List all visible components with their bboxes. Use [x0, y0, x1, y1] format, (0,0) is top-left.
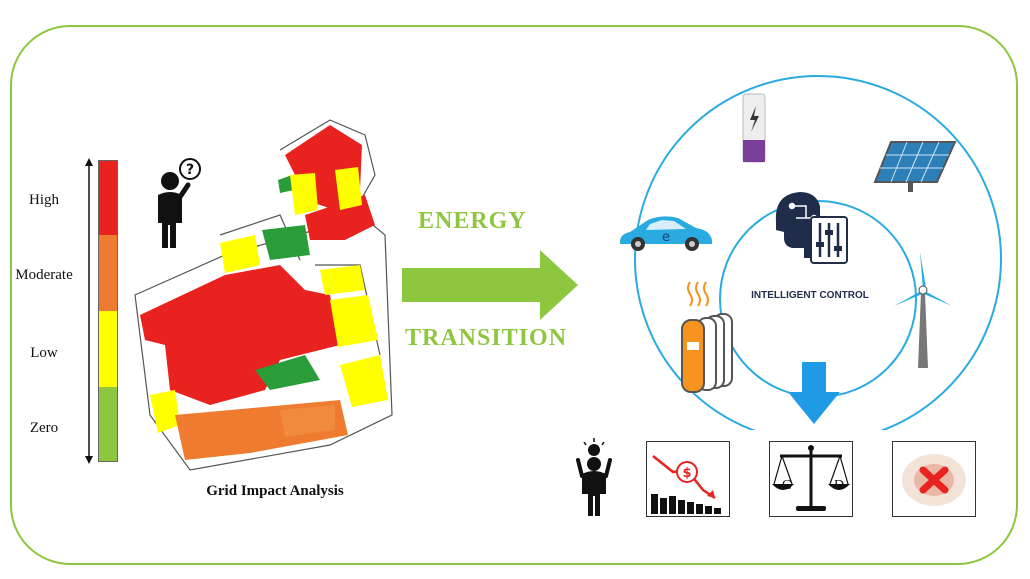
grid-impact-map [134, 119, 393, 471]
cost-decline-icon: $ [651, 455, 721, 514]
transition-word-energy: ENERGY [418, 208, 527, 234]
electric-car-icon: e [620, 216, 712, 251]
scale-label-zero: Zero [29, 420, 59, 436]
scale-label-high: High [29, 192, 59, 208]
solar-panel-icon [873, 141, 957, 192]
down-arrow [788, 362, 840, 424]
scale-label-low: Low [30, 345, 58, 361]
cost-decline-tile: $ [646, 441, 730, 517]
scale-segment-moderate [98, 235, 118, 311]
balance-scale-icon [772, 445, 850, 511]
transition-arrow [402, 250, 578, 320]
person-question-icon: ? [158, 158, 201, 248]
person-lightbulb-icon [576, 438, 612, 516]
balance-tile: G D [769, 441, 853, 517]
map-caption: Grid Impact Analysis [206, 483, 344, 499]
transition-word-transition: TRANSITION [405, 325, 568, 351]
outer-frame [10, 25, 1018, 565]
svg-text:e: e [662, 230, 670, 245]
scale-segment-high [98, 160, 118, 235]
damage-tile [892, 441, 976, 517]
scale-double-arrow [85, 158, 93, 464]
svg-text:$: $ [682, 466, 691, 481]
wind-turbine-icon [894, 252, 952, 368]
battery-icon [742, 93, 766, 163]
scale-label-moderate: Moderate [15, 267, 73, 283]
svg-text:?: ? [186, 162, 194, 178]
balance-label-g: G [781, 478, 793, 493]
heat-pump-icon [681, 281, 733, 393]
damage-x-icon [902, 454, 966, 506]
sliders-icon [810, 216, 848, 264]
scale-segment-zero [98, 387, 118, 462]
balance-label-d: D [833, 478, 845, 493]
scale-outline [98, 160, 118, 462]
intelligent-control-label: INTELLIGENT CONTROL [751, 290, 869, 301]
scale-segment-low [98, 311, 118, 387]
